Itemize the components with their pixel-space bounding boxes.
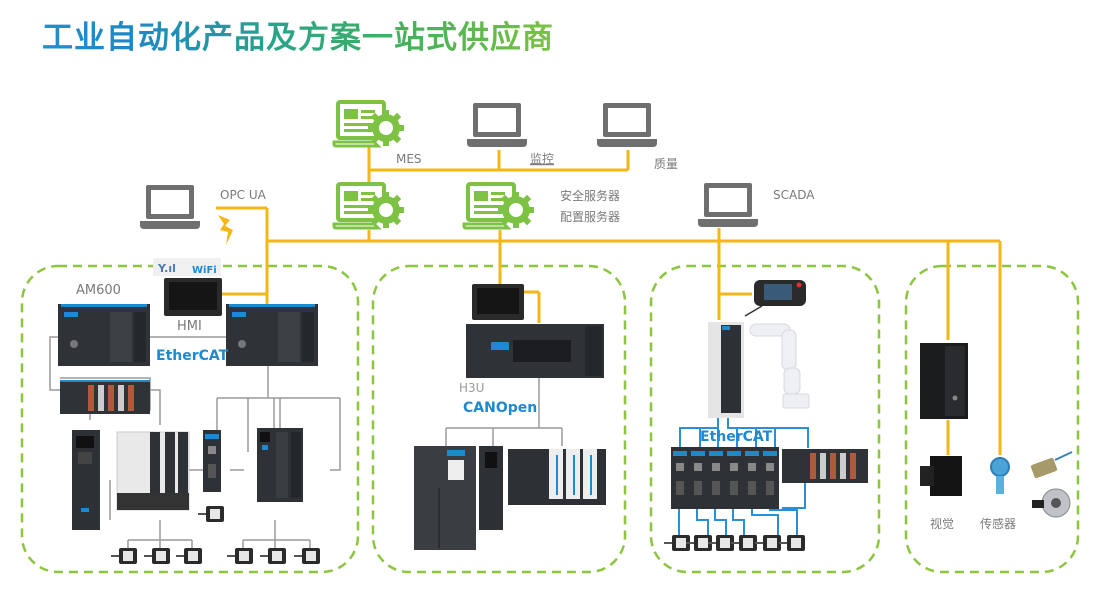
h3u-canopen-label: CANOpen <box>463 400 537 416</box>
scada-laptop-icon <box>698 183 758 227</box>
quality-laptop-icon <box>597 103 657 147</box>
h3u-bus-lines <box>445 427 563 446</box>
network-server-icon <box>332 182 406 230</box>
encoder <box>1032 488 1071 518</box>
vision-camera <box>920 456 962 496</box>
am600-inverter <box>72 430 100 530</box>
h3u-label: H3U <box>459 381 484 395</box>
h3u-plc <box>466 324 604 378</box>
quality-label: 质量 <box>654 157 678 171</box>
wifi-icon: WiFi <box>192 265 217 276</box>
h3u-io-rack <box>508 449 606 505</box>
am600-servo-drive <box>203 430 221 492</box>
sensor-label: 传感器 <box>980 516 1016 531</box>
proximity-sensor <box>1030 451 1073 479</box>
wireless-badge <box>153 258 221 276</box>
am600-controller-left <box>58 304 150 366</box>
am600-servo-motors-right <box>226 547 321 565</box>
am600-servo-motors-left <box>110 547 203 565</box>
scada-label: SCADA <box>773 188 815 202</box>
robot-ethercat-label: EtherCAT <box>700 429 773 445</box>
pressure-sensor <box>990 457 1010 494</box>
h3u-inverter-large <box>414 446 476 550</box>
hmi-label: HMI <box>177 319 202 334</box>
opcua-laptop-icon <box>140 185 200 229</box>
teach-pendant <box>744 280 806 317</box>
am600-io-module <box>60 380 150 414</box>
config-server-label: 配置服务器 <box>560 209 620 224</box>
ethernet-network-lines <box>216 147 1002 455</box>
opcua-label: OPC UA <box>220 188 267 202</box>
cellular-signal-icon: Y.ıl <box>157 262 176 275</box>
monitor-label: 监控 <box>530 152 554 166</box>
am600-multi-axis-drive <box>116 431 190 511</box>
zone-am600 <box>20 264 360 574</box>
page-title: 工业自动化产品及方案一站式供应商 <box>42 12 554 57</box>
mes-label: MES <box>396 152 422 166</box>
zone-robot <box>649 264 881 574</box>
zone-vision-sensor <box>904 264 1080 574</box>
industrial-pc <box>920 343 968 419</box>
am600-label: AM600 <box>76 283 121 298</box>
monitor-laptop-icon <box>467 103 527 147</box>
mes-server-icon <box>332 100 406 148</box>
robot-servo-drives <box>671 447 779 509</box>
am600-ethercat-label: EtherCAT <box>156 348 229 364</box>
am600-motion-controller <box>257 428 303 502</box>
robot-servo-motors <box>663 534 806 552</box>
am600-servo-motor-single <box>197 505 225 523</box>
robot-io-module <box>782 449 868 483</box>
h3u-inverter-slim <box>479 446 503 530</box>
security-server-icon <box>462 182 536 230</box>
robot-controller <box>708 322 744 418</box>
lightning-icon <box>218 215 233 245</box>
vision-label: 视觉 <box>930 516 954 531</box>
am600-controller-right <box>226 304 318 366</box>
robot-arm <box>749 323 810 409</box>
security-server-label: 安全服务器 <box>560 188 620 203</box>
